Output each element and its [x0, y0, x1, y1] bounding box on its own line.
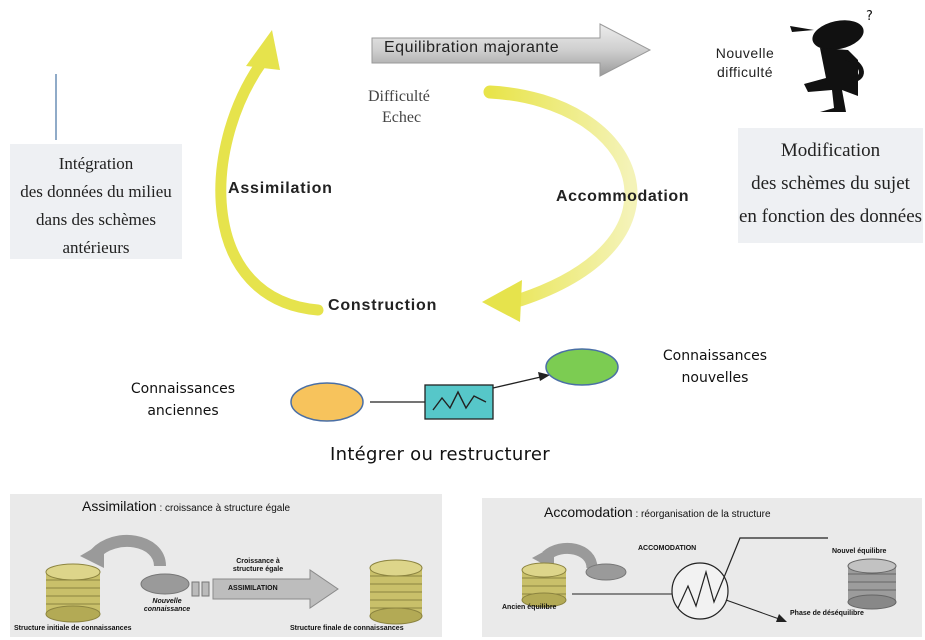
nouvelle-difficulte-label: Nouvelle difficulté	[715, 45, 775, 80]
curved-arrow-icon	[80, 542, 104, 568]
accommodation-label: Accommodation	[556, 188, 690, 205]
svg-text:?: ?	[866, 9, 873, 24]
ancien-equilibre-stack-icon	[521, 562, 567, 608]
assimilation-arrow-label: ASSIMILATION	[228, 585, 278, 592]
new-knowledge-ellipse	[545, 348, 619, 386]
new-knowledge-disk-icon	[140, 573, 190, 595]
thinking-figure-icon: ?	[790, 9, 873, 112]
zigzag-icon	[432, 390, 487, 411]
difficulte-echec-label: Difficulté Echec	[368, 88, 430, 126]
final-structure-stack-icon	[369, 559, 423, 625]
anciennes-label: Connaissances anciennes	[130, 381, 236, 419]
assimilation-panel-graphics	[45, 535, 423, 625]
caption: Intégrer ou restructurer	[330, 444, 550, 465]
equilibration-label: Equilibration majorante	[384, 39, 560, 56]
structure-initiale-label: Structure initiale de connaissances	[14, 625, 132, 632]
integration-box: Intégration des données du milieu dans d…	[10, 144, 182, 259]
structure-finale-label: Structure finale de connaissances	[290, 625, 404, 632]
old-knowledge-ellipse	[290, 382, 364, 422]
initial-structure-stack-icon	[45, 563, 101, 623]
cycle-diagram: ?	[55, 9, 873, 322]
ancien-equilibre-label: Ancien équilibre	[502, 604, 557, 611]
accomodation-panel: Accomodation : réorganisation de la stru…	[482, 498, 922, 637]
equilibration-arrow	[371, 23, 652, 77]
nouvel-equilibre-stack-icon	[847, 558, 897, 610]
flow-arrow	[492, 375, 546, 389]
assimilation-panel: Assimilation : croissance à structure ég…	[10, 494, 442, 637]
phase-desequilibre-label: Phase de déséquilibre	[790, 610, 864, 617]
accommodation-arrowhead	[482, 280, 522, 322]
nouvel-equilibre-label: Nouvel équilibre	[832, 548, 887, 555]
accomodation-inner-label: ACCOMODATION	[638, 545, 697, 552]
accomodation-panel-graphics	[521, 537, 897, 622]
accomodation-panel-title: Accomodation : réorganisation de la stru…	[544, 504, 771, 520]
croissance-label: Croissance à structure égale	[232, 558, 284, 573]
nouvelles-label: Connaissances nouvelles	[662, 348, 768, 386]
accommodation-arc	[483, 85, 638, 307]
zigzag-icon	[677, 537, 828, 609]
nouvelle-connaissance-label: Nouvelle connaissance	[143, 598, 191, 613]
assimilation-arrow	[212, 569, 339, 609]
assimilation-arrowhead	[246, 30, 280, 70]
process-box	[424, 384, 494, 420]
assimilation-label: Assimilation	[228, 180, 333, 197]
knowledge-flow	[290, 348, 619, 422]
assimilation-panel-title: Assimilation : croissance à structure ég…	[82, 498, 291, 514]
assimilation-arc	[215, 56, 324, 316]
modification-box: Modification des schèmes du sujet en fon…	[738, 128, 923, 243]
construction-label: Construction	[328, 297, 438, 314]
